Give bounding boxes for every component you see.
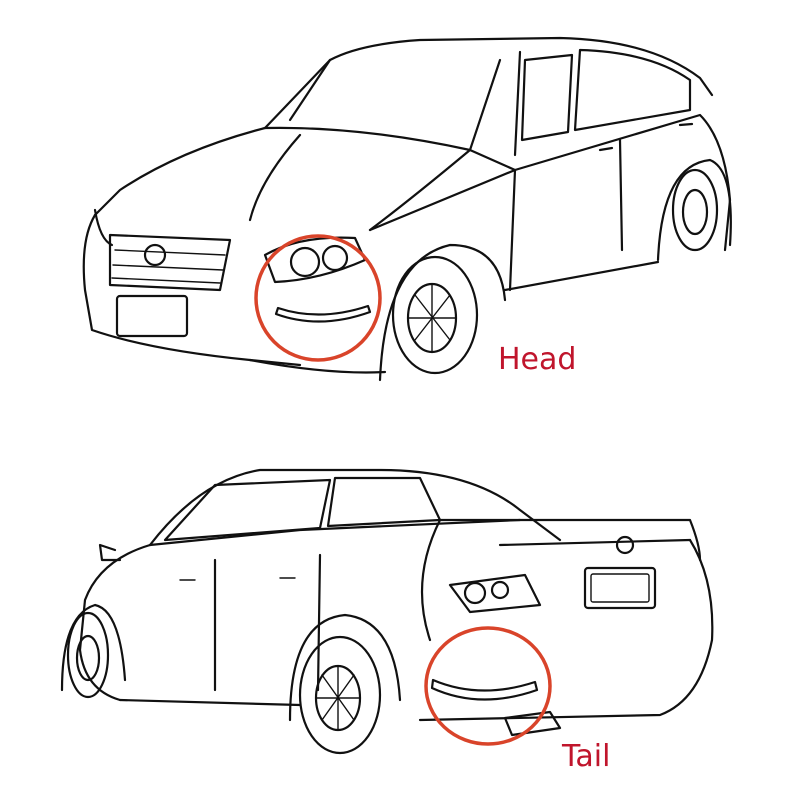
head-highlight-circle — [254, 234, 382, 362]
tail-highlight-circle — [424, 626, 552, 746]
tail-label: Tail — [562, 739, 611, 774]
front-car-illustration — [82, 36, 732, 382]
rear-car-illustration — [60, 468, 714, 755]
head-label: Head — [498, 342, 577, 377]
